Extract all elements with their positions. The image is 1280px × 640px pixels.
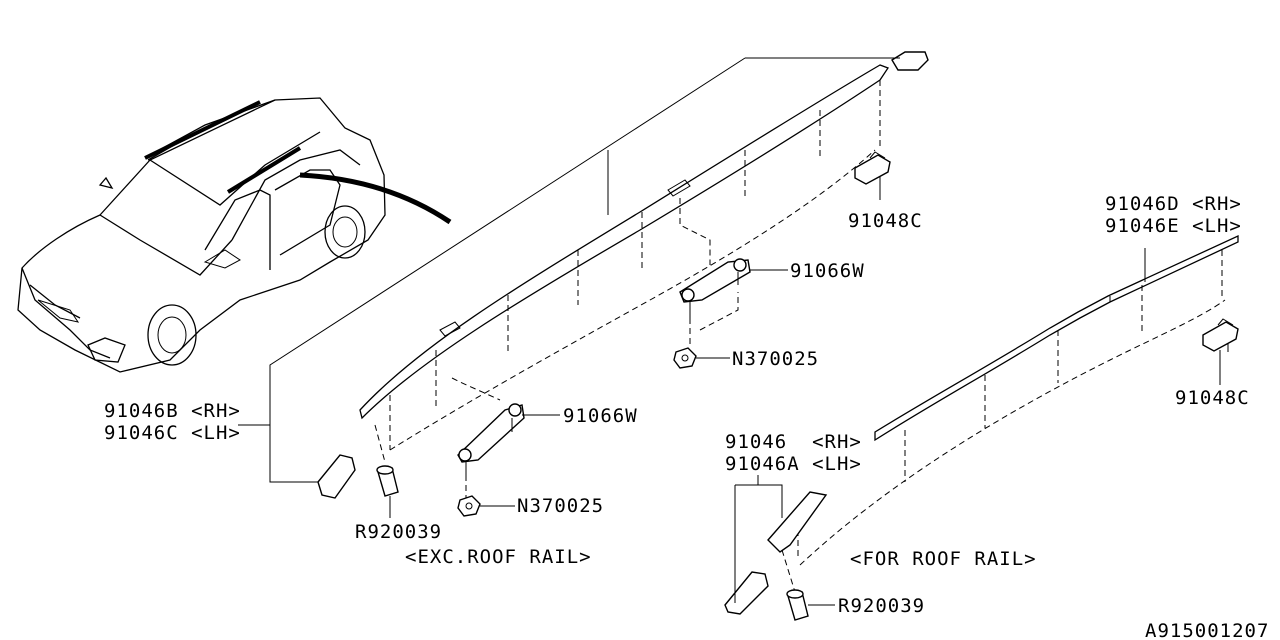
rivet-left-part <box>376 465 399 518</box>
label-front-molding-lh: 91046C <LH> <box>104 422 241 444</box>
roof-molding-long <box>238 51 929 483</box>
diagram-code: A915001207 <box>1145 620 1269 640</box>
label-front-molding-rh: 91046B <RH> <box>104 400 241 422</box>
nut-left-part <box>457 495 515 517</box>
caption-exc-roof-rail: <EXC.ROOF RAIL> <box>405 546 592 568</box>
roof-rail-molding <box>781 234 1239 593</box>
label-nut-left: N370025 <box>517 495 604 517</box>
clip-rail-part <box>1202 318 1239 385</box>
label-clip-left: 91066W <box>563 405 638 427</box>
label-rivet-right: R920039 <box>838 595 925 617</box>
rear-end-cap-part <box>767 491 828 553</box>
label-clip-right: 91066W <box>790 260 865 282</box>
clip-left-part <box>451 377 560 498</box>
clip-right-part <box>679 198 788 345</box>
front-end-cap-part <box>317 454 356 499</box>
rear-molding-part <box>724 475 783 615</box>
nut-right-part <box>673 347 730 369</box>
label-rail-rh: 91046D <RH> <box>1105 193 1242 215</box>
label-rear-molding-rh: 91046 <RH> <box>725 431 862 453</box>
car-illustration <box>17 97 452 373</box>
rivet-right-part <box>786 589 835 621</box>
label-clip-rail: 91048C <box>1175 387 1250 409</box>
label-rivet-left: R920039 <box>355 521 442 543</box>
label-rear-molding-lh: 91046A <LH> <box>725 453 862 475</box>
label-clip-top: 91048C <box>848 210 923 232</box>
clip-top-part <box>854 151 891 200</box>
label-rail-lh: 91046E <LH> <box>1105 215 1242 237</box>
caption-for-roof-rail: <FOR ROOF RAIL> <box>850 548 1037 570</box>
label-nut-right: N370025 <box>732 348 819 370</box>
